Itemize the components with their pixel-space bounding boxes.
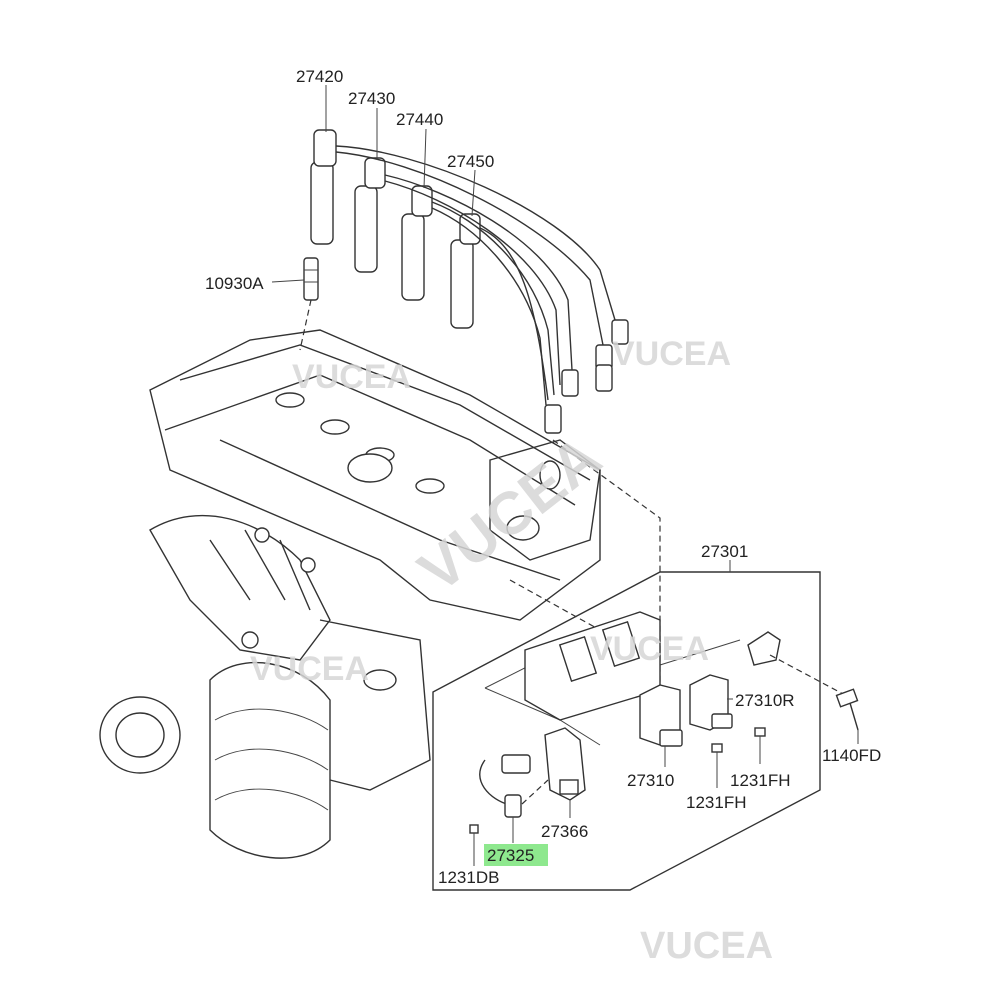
bolt-1140fd [835,688,859,744]
callout-27366: 27366 [541,822,588,841]
watermark: VUCEA [406,423,613,605]
callout-1231fh-right: 1231FH [730,771,790,790]
callout-27325: 27325 [487,846,534,865]
spark-plug [303,257,319,301]
callout-27430: 27430 [348,89,395,108]
sensor-27325 [479,754,549,843]
callout-27420: 27420 [296,67,343,86]
callout-27440: 27440 [396,110,443,129]
leader-dash [299,299,312,351]
highlight-27325 [484,844,548,866]
watermark: VUCEA [292,358,411,396]
callout-1140fd: 1140FD [822,746,881,765]
spark-plug-cables [310,129,629,434]
leader-lines [271,85,733,767]
callout-1231db: 1231DB [438,868,499,887]
watermark: VUCEA [590,630,709,668]
engine-block [99,329,601,859]
callout-27310: 27310 [627,771,674,790]
coil-assembly-box [432,439,859,891]
callout-1231fh-left: 1231FH [686,793,746,812]
callout-labels: 27420 27430 27440 27450 10930A 27301 273… [205,67,881,887]
callout-27310r: 27310R [735,691,795,710]
watermark: VUCEA [640,925,773,967]
watermark: VUCEA [612,335,731,373]
callout-27301: 27301 [701,542,748,561]
watermark: VUCEA [250,650,369,688]
callout-10930a: 10930A [205,274,264,293]
callout-27450: 27450 [447,152,494,171]
